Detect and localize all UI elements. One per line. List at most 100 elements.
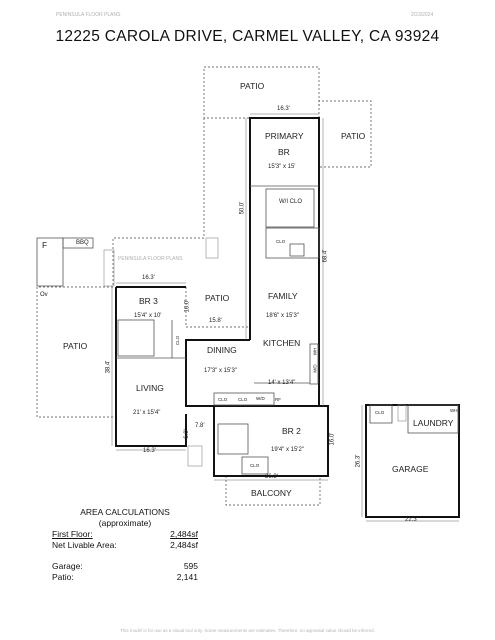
wh-label: WH xyxy=(312,347,318,356)
patio-value: 2,141 xyxy=(176,572,198,582)
area-heading: AREA CALCULATIONS xyxy=(80,507,170,517)
dim-26-3-br2: 26.3' xyxy=(265,474,278,480)
room-family: FAMILY xyxy=(268,291,298,301)
patio-step-outline xyxy=(112,118,205,287)
garage-value: 595 xyxy=(183,561,198,571)
living-dimensions: 21' x 15'4" xyxy=(133,410,161,416)
bbq-box xyxy=(62,237,94,249)
dim-15-8: 15.8' xyxy=(209,318,222,324)
dim-10-0: 10.0' xyxy=(184,299,191,313)
br2-closet-label: CLO xyxy=(250,463,260,468)
steps-patio xyxy=(103,249,115,287)
patio-mid-outline xyxy=(185,287,250,328)
dim-7-8: 7.8' xyxy=(195,423,205,429)
date-tag: 2/23/2024 xyxy=(411,12,434,18)
dim-16-3-bottom: 16.3' xyxy=(143,448,156,454)
disclaimer: This model is for use as a visual tool o… xyxy=(120,628,375,633)
br3-dimensions: 15'4" x 10' xyxy=(134,313,162,319)
dim-16-0: 16.0' xyxy=(329,432,336,446)
garage-closet xyxy=(369,404,393,424)
patio-left-outline xyxy=(36,286,113,418)
first-floor-row: First Floor: 2,484sf xyxy=(52,529,198,540)
dim-26-3-garage: 26.3' xyxy=(355,454,362,468)
fridge-label: RF xyxy=(275,397,281,402)
primary-tub xyxy=(289,243,305,257)
room-dining: DINING xyxy=(207,345,237,355)
patio-row: Patio: 2,141 xyxy=(52,572,198,583)
dining-dimensions: 17'3" x 15'3" xyxy=(204,368,237,374)
room-balcony: BALCONY xyxy=(251,488,292,498)
primary-dimensions: 15'3" x 15' xyxy=(268,164,296,170)
washer-dryer-label: W/D xyxy=(256,396,265,401)
hall-closet1-label: CLO xyxy=(218,397,228,402)
wi-closet xyxy=(265,188,315,228)
room-patio-mid: PATIO xyxy=(205,293,230,303)
interior-lines xyxy=(36,185,459,475)
laundry-room xyxy=(407,404,459,434)
first-floor-label: First Floor: xyxy=(52,529,93,539)
br3-bath xyxy=(117,319,155,357)
area-subheading: (approximate) xyxy=(98,518,152,528)
dim-22-3: 22.3' xyxy=(405,517,418,523)
br2-closet xyxy=(241,456,269,475)
steps-lower xyxy=(187,445,203,467)
primary-bath xyxy=(265,227,320,259)
dimension-lines xyxy=(111,113,459,522)
steps xyxy=(103,237,407,467)
kitchen-appliances xyxy=(309,343,319,385)
balcony-outline xyxy=(225,476,321,506)
garage-label: Garage: xyxy=(52,561,83,571)
fireplace-label: F xyxy=(42,240,48,250)
room-kitchen: KITCHEN xyxy=(263,338,301,348)
steps-garage xyxy=(397,404,407,422)
room-patio-top: PATIO xyxy=(240,81,265,91)
garage-row: Garage: 595 xyxy=(52,561,198,572)
room-br3: BR 3 xyxy=(139,296,158,306)
br2-dimensions: 19'4" x 15'2" xyxy=(271,447,304,453)
dim-16-3-br3: 16.3' xyxy=(142,275,155,281)
company-tag-mid: PENINSULA FLOOR PLANS xyxy=(118,256,183,262)
patio-top-outline xyxy=(203,66,320,119)
room-br2: BR 2 xyxy=(282,426,301,436)
patio-right-outline xyxy=(318,100,372,168)
br3-closet-label: CLO xyxy=(175,335,181,346)
kitchen-dimensions: 14' x 13'4" xyxy=(268,380,296,386)
page-title: 12225 CAROLA DRIVE, CARMEL VALLEY, CA 93… xyxy=(55,28,440,45)
primary-closet-label: CLO xyxy=(276,239,286,244)
net-livable-value: 2,484sf xyxy=(170,540,198,550)
br2-walls xyxy=(213,405,329,477)
dim-68-4: 68.4' xyxy=(322,249,329,263)
room-living: LIVING xyxy=(136,383,164,393)
company-tag: PENINSULA FLOOR PLANS xyxy=(56,12,121,18)
area-calculations: AREA CALCULATIONS (approximate) First Fl… xyxy=(52,507,198,583)
wi-closet-label: W/I CLO xyxy=(279,199,303,205)
br2-bath xyxy=(217,423,249,455)
net-livable-label: Net Livable Area: xyxy=(52,540,117,550)
patio-label: Patio: xyxy=(52,572,74,582)
garage-wh-label: WH xyxy=(450,408,458,413)
patio-outlines xyxy=(36,66,372,506)
first-floor-value: 2,484sf xyxy=(170,529,198,539)
dim-50-0: 50.0' xyxy=(239,201,246,215)
bbq-label: BBQ xyxy=(76,240,89,246)
room-primary-line1: PRIMARY xyxy=(265,131,304,141)
room-primary-line2: BR xyxy=(278,147,290,157)
dim-38-4: 38.4' xyxy=(105,360,112,374)
hall-closets xyxy=(213,392,275,406)
steps-upper xyxy=(205,237,219,259)
room-laundry: LAUNDRY xyxy=(413,418,454,428)
room-patio-left: PATIO xyxy=(63,341,88,351)
fireplace-box xyxy=(36,237,64,287)
dim-6-0: 6.0' xyxy=(183,429,190,439)
hall-closet2-label: CLO xyxy=(238,397,248,402)
md-label: M/D xyxy=(312,364,318,373)
family-kitchen-walls xyxy=(185,339,320,407)
room-patio-right: PATIO xyxy=(341,131,366,141)
dim-16-3-top: 16.3' xyxy=(277,106,290,112)
family-dimensions: 18'6" x 15'3" xyxy=(266,313,299,319)
room-garage: GARAGE xyxy=(392,464,429,474)
garage-closet-label: CLO xyxy=(375,410,385,415)
net-livable-row: Net Livable Area: 2,484sf xyxy=(52,540,198,551)
oven-label: Ov xyxy=(40,292,48,298)
